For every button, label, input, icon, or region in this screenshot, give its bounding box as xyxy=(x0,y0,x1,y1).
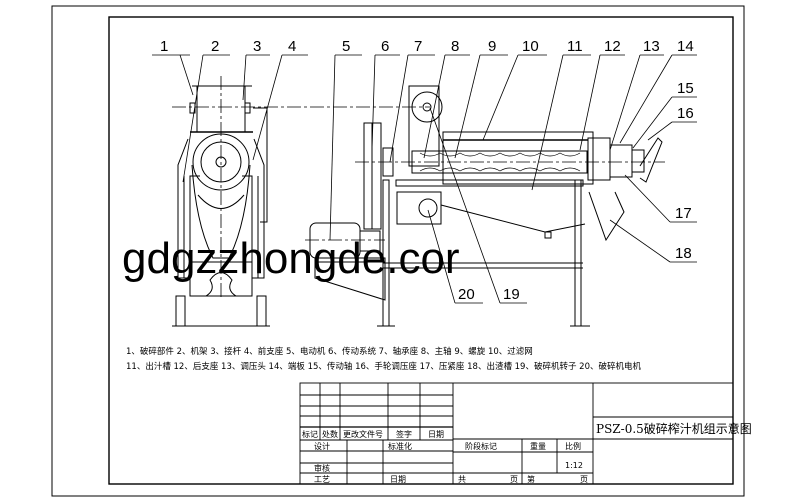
juicer-press-view xyxy=(377,85,663,327)
part-number: 13 xyxy=(643,38,660,55)
legend-row-2: 11、出汁槽 12、后支座 13、调压头 14、端板 15、传动轴 16、手轮调… xyxy=(126,361,641,372)
part-number: 20 xyxy=(458,286,475,303)
page-label: 页 xyxy=(510,475,518,484)
header-count: 处数 xyxy=(322,429,338,439)
part-number: 18 xyxy=(675,245,692,262)
drawing-title: PSZ-0.5破碎榨汁机组示意图 xyxy=(596,421,752,436)
design-label: 设计 xyxy=(314,441,330,451)
part-number-labels: 1 2 3 4 5 6 7 8 9 10 11 12 13 14 15 16 1… xyxy=(160,38,694,303)
header-date: 日期 xyxy=(428,430,444,439)
scale-label: 比例 xyxy=(565,441,581,451)
header-sign: 签字 xyxy=(396,429,412,439)
part-number: 17 xyxy=(675,205,692,222)
outer-frame xyxy=(51,5,745,497)
header-change-doc: 更改文件号 xyxy=(343,429,383,439)
stage-mark-label: 阶段标记 xyxy=(465,441,497,451)
part-number: 10 xyxy=(522,38,539,55)
part-number: 7 xyxy=(414,38,422,55)
scale-value: 1:12 xyxy=(565,461,583,470)
page-label-2: 页 xyxy=(580,475,588,484)
centerlines xyxy=(172,76,665,300)
sheet-label: 第 xyxy=(527,474,535,484)
part-number: 9 xyxy=(488,38,496,55)
part-number: 6 xyxy=(381,38,389,55)
part-number: 15 xyxy=(677,80,694,97)
title-block xyxy=(299,382,734,485)
part-number: 5 xyxy=(342,38,350,55)
total-label: 共 xyxy=(458,475,466,484)
process-label: 工艺 xyxy=(314,475,330,484)
part-number: 2 xyxy=(211,38,219,55)
part-number: 8 xyxy=(451,38,459,55)
header-mark: 标记 xyxy=(302,429,318,439)
leader-lines xyxy=(152,54,697,304)
review-label: 审核 xyxy=(314,463,330,473)
part-number: 12 xyxy=(604,38,621,55)
crusher-side-view xyxy=(172,85,270,327)
title-block-text: 标记 处数 更改文件号 签字 日期 设计 标准化 审核 工艺 日期 阶段标记 重… xyxy=(302,421,752,484)
part-number: 1 xyxy=(160,38,168,55)
weight-label: 重量 xyxy=(530,441,546,451)
parts-legend: 1、破碎部件 2、机架 3、接杆 4、前支座 5、电动机 6、传动系统 7、轴承… xyxy=(126,346,641,372)
part-number: 19 xyxy=(503,286,520,303)
date-label: 日期 xyxy=(390,475,406,484)
part-number: 11 xyxy=(567,38,583,55)
part-number: 14 xyxy=(677,38,694,55)
watermark: gdgzzhongde.cor xyxy=(122,234,460,283)
part-number: 4 xyxy=(288,38,296,55)
part-number: 16 xyxy=(677,105,694,122)
standardization-label: 标准化 xyxy=(388,441,412,451)
legend-row-1: 1、破碎部件 2、机架 3、接杆 4、前支座 5、电动机 6、传动系统 7、轴承… xyxy=(126,346,533,357)
part-number: 3 xyxy=(253,38,261,55)
